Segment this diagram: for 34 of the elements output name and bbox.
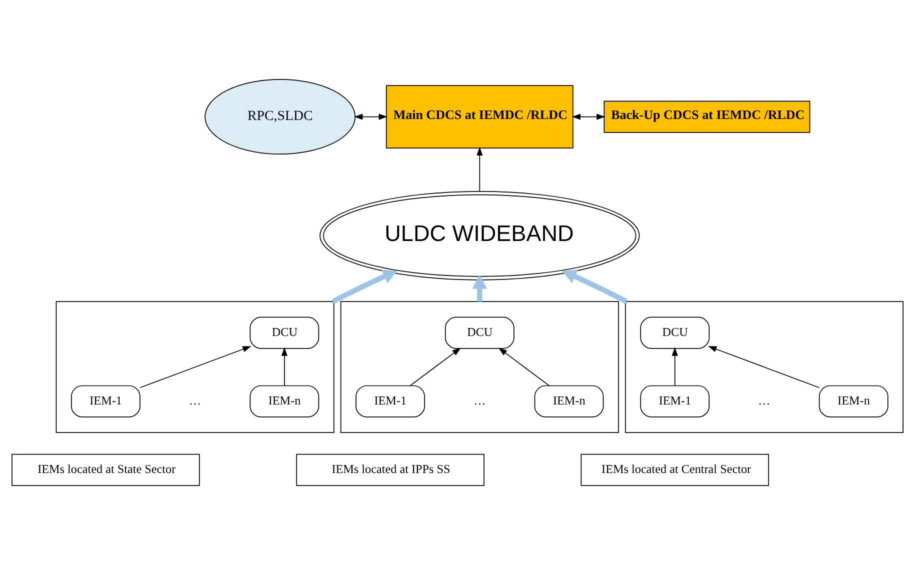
node-box: IEM-n (818, 385, 888, 418)
arrow (572, 114, 606, 120)
node-box: Main CDCS at IEMDC /RLDC (386, 85, 574, 148)
arrow (562, 270, 628, 304)
node-box: DCU (640, 316, 710, 349)
arrow (140, 346, 252, 388)
label: … (474, 394, 486, 408)
node-box: IEMs located at IPPs SS (296, 454, 484, 486)
arrow (472, 274, 488, 302)
node-box: Back-Up CDCS at IEMDC /RLDC (604, 100, 810, 133)
node-box: IEM-1 (71, 385, 140, 418)
node-ellipse: ULDC WIDEBAND (320, 190, 640, 280)
arrow (476, 146, 483, 192)
arrow (498, 348, 550, 386)
node-box: IEM-n (534, 385, 604, 418)
node-box: IEMs located at State Sector (12, 454, 200, 486)
arrow (708, 346, 820, 388)
node-ellipse: RPC,SLDC (204, 79, 356, 155)
arrow (332, 270, 398, 304)
arrow (672, 347, 678, 386)
cluster (624, 301, 904, 434)
node-box: IEM-1 (356, 385, 425, 418)
label: … (758, 394, 770, 408)
arrow (281, 347, 288, 386)
arrow (410, 348, 461, 386)
label: … (189, 394, 202, 408)
cluster (340, 301, 619, 434)
node-box: IEMs located at Central Sector (580, 454, 770, 486)
node-box: DCU (250, 316, 320, 349)
node-box: DCU (444, 316, 514, 349)
node-box: IEM-n (250, 385, 320, 418)
node-box: IEM-1 (640, 385, 710, 418)
cluster (56, 301, 334, 434)
arrow (354, 114, 388, 120)
